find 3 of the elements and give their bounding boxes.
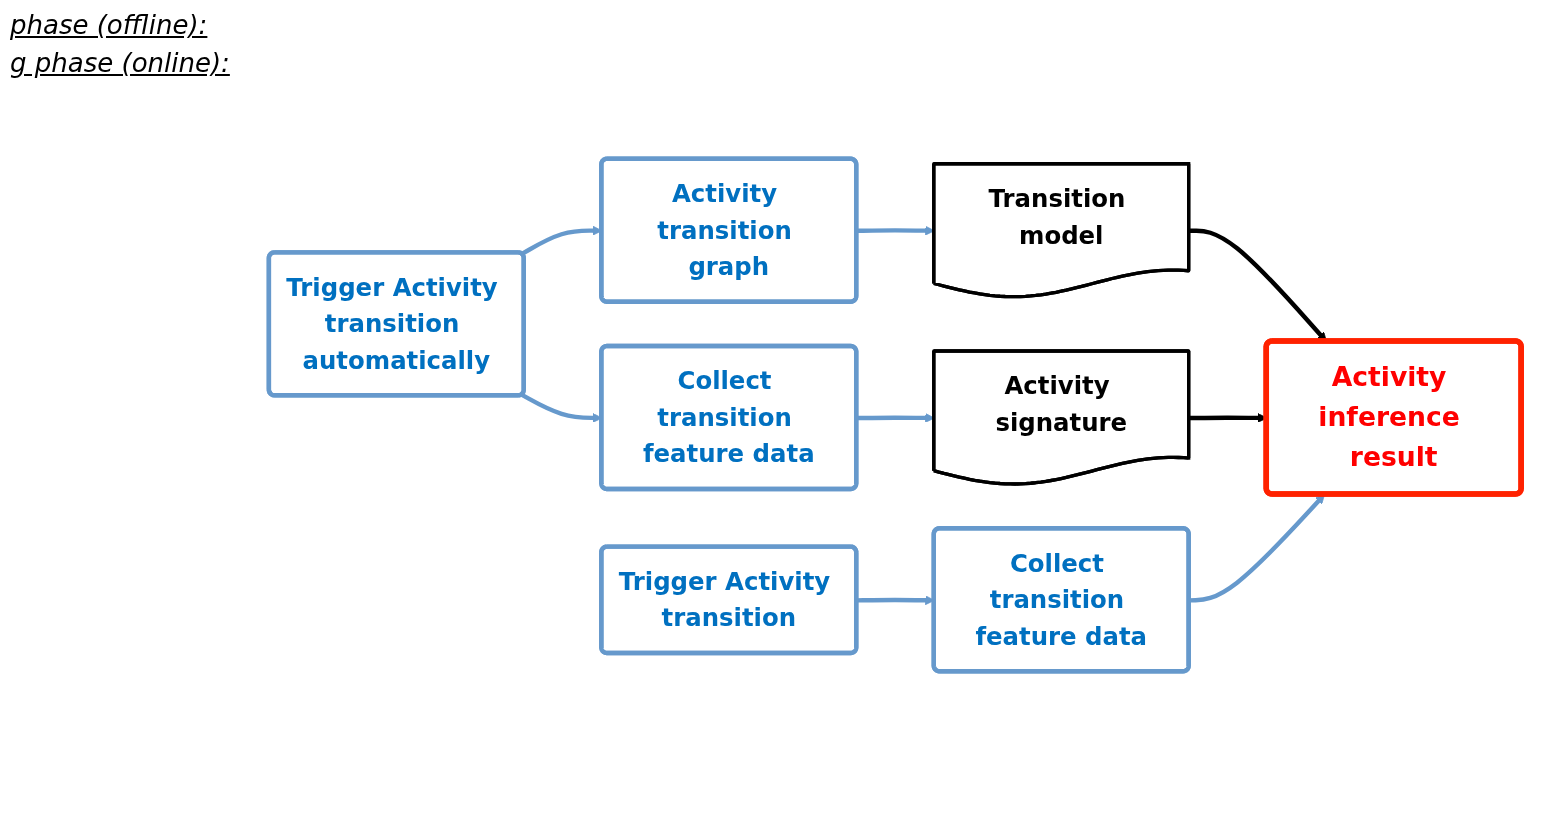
phase-heading: g phase (online): bbox=[10, 48, 230, 78]
phase-heading: phase (offline): bbox=[10, 10, 209, 40]
arrow bbox=[1189, 494, 1325, 603]
